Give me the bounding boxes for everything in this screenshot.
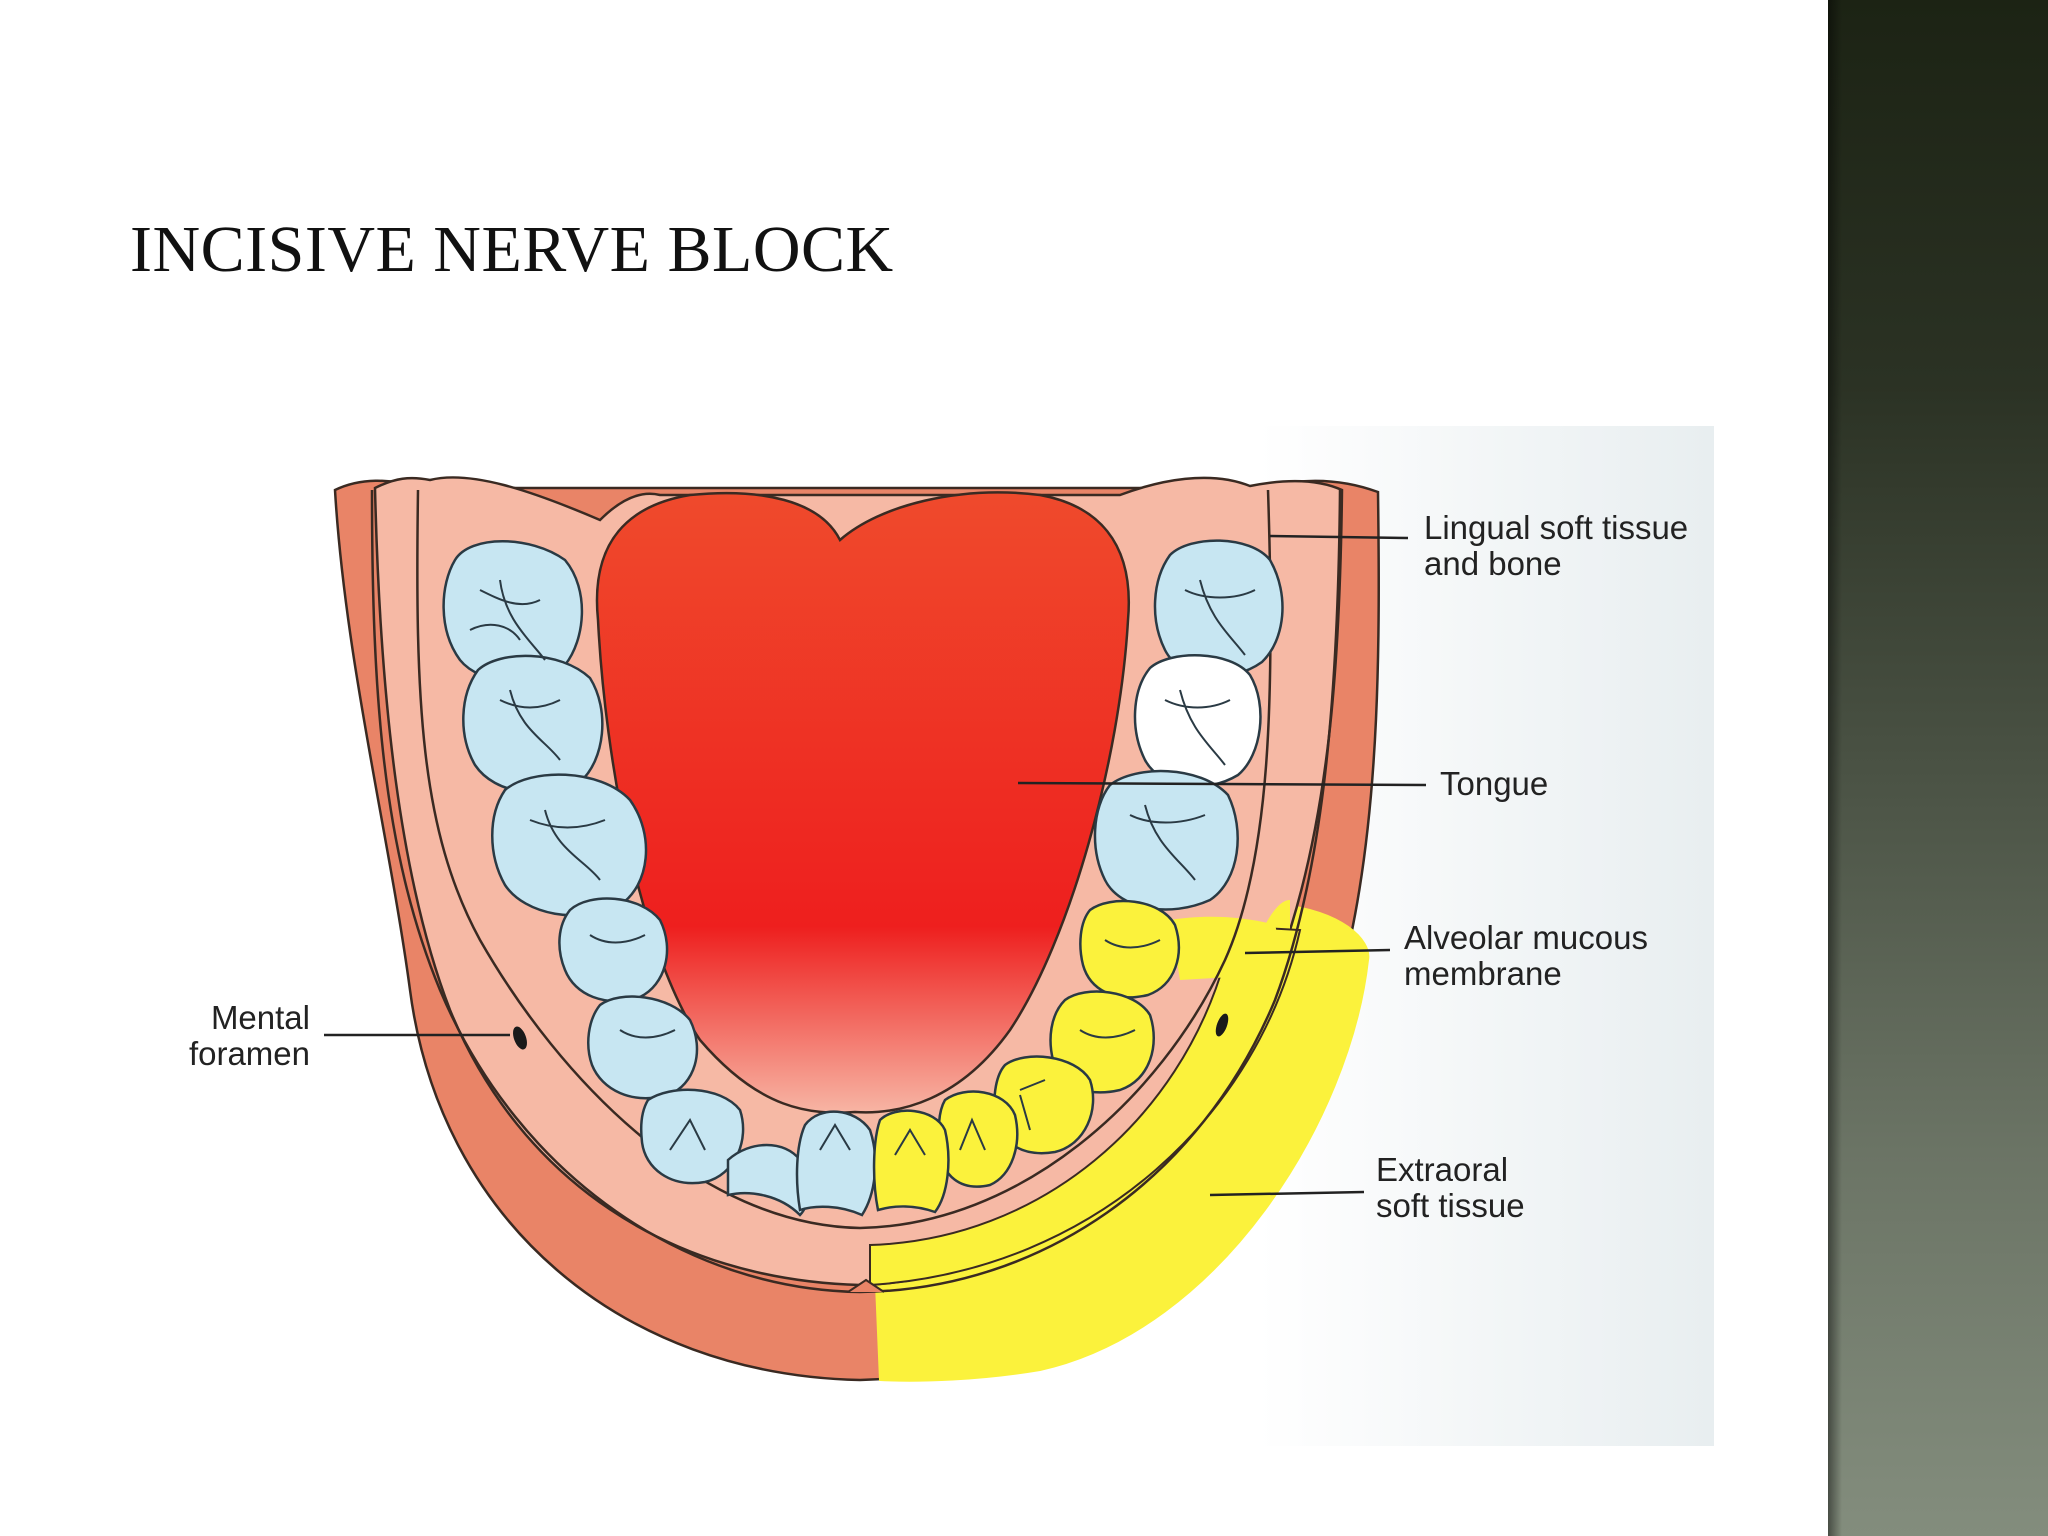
- inner-bone-line: [416, 489, 1272, 1230]
- chin-notch: [847, 1278, 885, 1293]
- label-extraoral: Extraoral soft tissue: [1376, 1152, 1525, 1224]
- right-teeth-unanesthetized: [1093, 539, 1284, 911]
- tooth-r-premolar-1: [1079, 899, 1180, 999]
- tooth-l-canine: [640, 1088, 745, 1185]
- left-teeth: [442, 540, 877, 1217]
- tooth-r-molar-3: [1093, 769, 1239, 911]
- label-mental-line2: foramen: [188, 1035, 310, 1072]
- tooth-r-incisor-lateral: [937, 1090, 1019, 1188]
- sidebar-shadow: [1828, 0, 1842, 1536]
- label-lingual-line2: and bone: [1424, 545, 1562, 582]
- leader-extraoral: [1209, 1190, 1365, 1197]
- label-alveolar-line1: Alveolar mucous: [1404, 919, 1648, 956]
- decorative-sidebar: [1828, 0, 2048, 1536]
- slide: INCISIVE NERVE BLOCK: [130, 213, 1714, 1446]
- leader-lingual: [1269, 534, 1409, 540]
- label-mental-line1: Mental: [210, 999, 310, 1036]
- tooth-r-molar-1: [1153, 539, 1284, 678]
- leader-tongue: [1017, 781, 1427, 787]
- mandible-diagram: [324, 476, 1427, 1382]
- label-mental: Mental foramen: [172, 1000, 310, 1072]
- label-tongue: Tongue: [1440, 765, 1549, 802]
- slide-title: INCISIVE NERVE BLOCK: [130, 213, 894, 286]
- label-lingual: Lingual soft tissue and bone: [1424, 510, 1688, 582]
- tongue: [595, 491, 1131, 1114]
- tooth-l-molar-2: [462, 654, 604, 794]
- right-teeth-anesthetized: [872, 899, 1180, 1214]
- label-lingual-line1: Lingual soft tissue: [1424, 509, 1689, 546]
- tooth-l-molar-3: [491, 773, 648, 917]
- tooth-l-premolar-2: [587, 995, 699, 1100]
- tooth-l-incisor-central: [795, 1110, 877, 1217]
- label-extraoral-line2: soft tissue: [1376, 1187, 1525, 1224]
- alveolar-yellow-upper: [1170, 916, 1277, 980]
- mental-foramen-right: [1215, 1013, 1229, 1037]
- tooth-l-premolar-1: [558, 897, 669, 1003]
- label-alveolar-line2: membrane: [1404, 955, 1562, 992]
- tooth-r-molar-2: [1133, 654, 1262, 788]
- leader-alveolar: [1244, 948, 1391, 955]
- mental-foramen-left: [513, 1026, 527, 1050]
- tooth-r-incisor-central: [872, 1109, 950, 1214]
- label-extraoral-line1: Extraoral: [1376, 1151, 1509, 1188]
- label-alveolar: Alveolar mucous membrane: [1404, 920, 1648, 992]
